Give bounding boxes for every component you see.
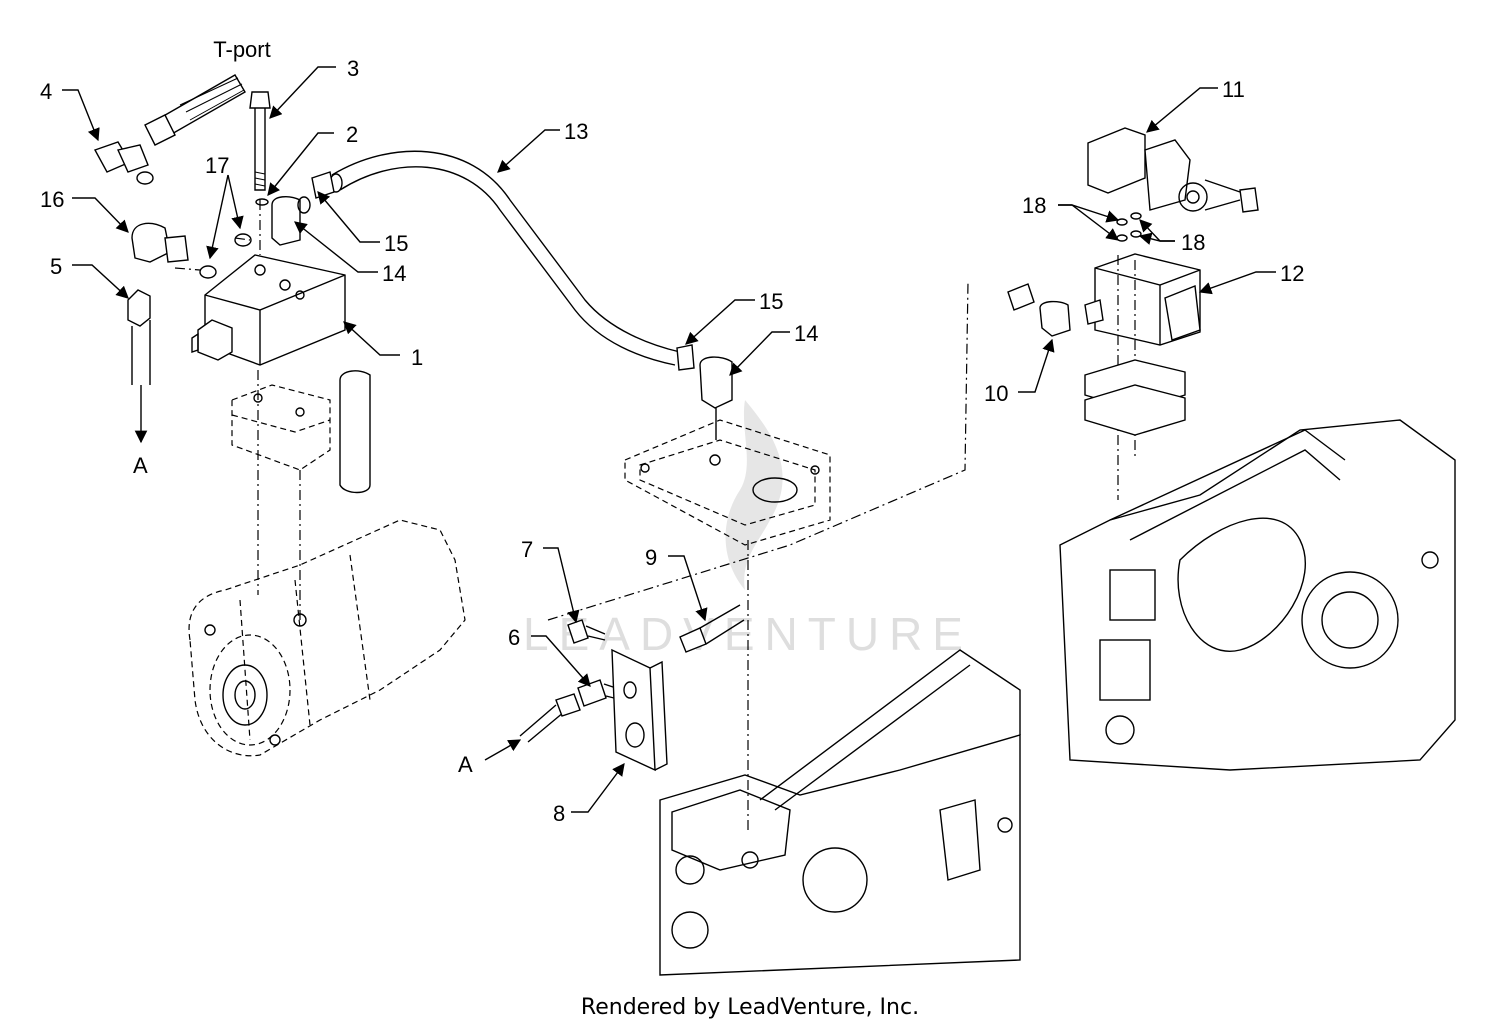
washer	[255, 198, 269, 206]
centerline-4	[547, 281, 969, 621]
elbow-fitting-4	[93, 141, 154, 185]
flow-label-a-bottom: A	[458, 752, 473, 777]
oring-centerlines	[174, 237, 251, 271]
hose-13	[311, 150, 695, 371]
hose-a-lower	[519, 693, 581, 743]
mounting-adapter	[231, 370, 371, 494]
callout-12: 12	[1280, 261, 1304, 286]
callout-13: 13	[564, 119, 588, 144]
callout-9: 9	[645, 545, 657, 570]
callout-1: 1	[411, 345, 423, 370]
elbow-fitting-16	[131, 222, 189, 263]
elbow-14-lower	[699, 356, 733, 440]
transmission-housing-center	[659, 649, 1021, 976]
bracket-8	[611, 648, 668, 772]
transmission-housing-right	[1059, 419, 1456, 771]
leader-lines	[62, 66, 1276, 813]
callout-17: 17	[205, 153, 229, 178]
bolt	[249, 91, 271, 191]
flow-label-a-top: A	[133, 453, 148, 478]
callout-7: 7	[521, 537, 533, 562]
o-ring-18a	[1116, 218, 1128, 226]
callout-3: 3	[347, 56, 359, 81]
callout-15-upper: 15	[384, 231, 408, 256]
o-ring-18d	[1130, 230, 1142, 238]
callout-14-lower: 14	[794, 321, 818, 346]
valve-block	[191, 254, 346, 366]
callout-10: 10	[984, 381, 1008, 406]
pipe-9	[679, 604, 745, 653]
o-ring-18b	[1130, 212, 1142, 220]
t-port-hose	[144, 74, 246, 146]
t-port-label: T-port	[213, 37, 270, 62]
gasket-plate	[1084, 359, 1186, 436]
o-ring-18c	[1116, 234, 1128, 242]
o-ring-upper	[234, 233, 252, 247]
callout-16: 16	[40, 187, 64, 212]
callout-2: 2	[346, 122, 358, 147]
callout-5: 5	[50, 254, 62, 279]
callout-6: 6	[508, 625, 520, 650]
callout-8: 8	[553, 801, 565, 826]
swivel-nut	[127, 289, 151, 385]
callout-4: 4	[40, 79, 52, 104]
callout-11: 11	[1222, 77, 1245, 102]
callout-labels: T-port 1 2 3 4 5 6 7 8 9 10 11 12 13 14 …	[40, 37, 1304, 826]
watermark-text: LEADVENTURE	[523, 608, 973, 660]
watermark: LEADVENTURE	[523, 400, 973, 660]
valve-body-12	[1094, 253, 1201, 346]
hydraulic-pump	[188, 519, 466, 757]
callout-18-left: 18	[1022, 193, 1046, 218]
elbow-14-upper	[271, 196, 311, 246]
callout-14-upper: 14	[382, 261, 406, 286]
o-ring-lower	[199, 265, 217, 279]
callout-15-lower: 15	[759, 289, 783, 314]
elbow-fitting-10	[1007, 283, 1104, 337]
footer-credit: Rendered by LeadVenture, Inc.	[581, 995, 919, 1020]
solenoid-valve-11	[1087, 127, 1259, 213]
callout-18-right: 18	[1181, 230, 1205, 255]
cover-plate	[624, 419, 831, 546]
